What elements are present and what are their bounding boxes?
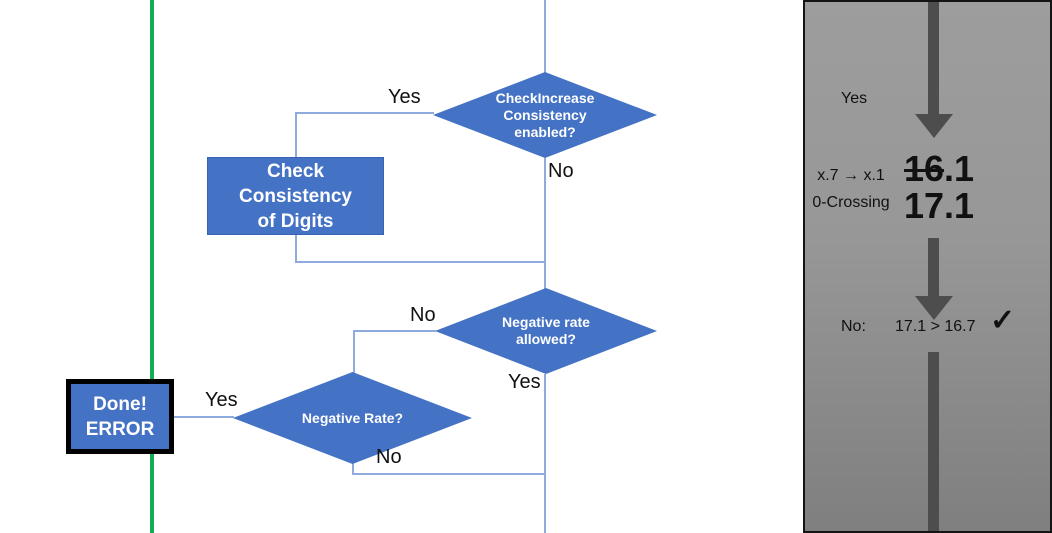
label-decision1-yes: Yes: [388, 86, 421, 108]
connector-decision2-to-bottom: [544, 374, 546, 533]
zero-crossing-note: x.7 → x.1 0-Crossing: [812, 167, 890, 211]
connector-decision2-no-h: [353, 330, 436, 332]
result-no-label: No:: [841, 318, 866, 335]
process-check-consistency-label: Check Consistency of Digits: [239, 160, 352, 232]
checkmark-icon: ✓: [990, 304, 1016, 337]
connector-process-out-v: [295, 234, 297, 262]
connector-decision3-yes-h: [173, 416, 234, 418]
old-value: 16.1: [904, 150, 974, 187]
connector-decision1-to-decision2: [544, 158, 546, 289]
decision-negative-rate-label: Negative Rate?: [301, 409, 404, 426]
terminal-done-error-label: Done! ERROR: [85, 393, 155, 440]
example-side-panel: Yes x.7 → x.1 0-Crossing 16.1 17.1 No: 1…: [803, 0, 1052, 533]
result-comparison: 17.1 > 16.7: [895, 318, 976, 335]
label-decision2-yes: Yes: [508, 371, 541, 393]
value-comparison-block: 16.1 17.1: [904, 150, 974, 224]
decision-negative-rate-allowed: Negative rate allowed?: [435, 288, 657, 374]
decision-check-increase-label: CheckIncrease Consistency enabled?: [495, 89, 595, 140]
terminal-done-error: Done! ERROR: [66, 379, 174, 454]
connector-top-to-decision1: [544, 0, 546, 73]
connector-decision1-yes-h: [295, 112, 434, 114]
label-decision1-no: No: [548, 160, 574, 182]
down-arrow-3-shaft: [928, 352, 939, 531]
new-value: 17.1: [904, 185, 975, 226]
decision-negative-rate: Negative Rate?: [233, 372, 472, 464]
connector-decision3-no-v: [352, 463, 354, 474]
connector-process-out-h: [295, 261, 545, 263]
label-decision3-yes: Yes: [205, 389, 238, 411]
down-arrow-1-shaft: [928, 2, 939, 114]
green-divider-line: [150, 0, 154, 533]
down-arrow-2-head: [915, 296, 953, 320]
decision-check-increase-consistency: CheckIncrease Consistency enabled?: [433, 72, 657, 158]
decision-negative-rate-allowed-label: Negative rate allowed?: [502, 314, 590, 347]
process-check-consistency-of-digits: Check Consistency of Digits: [207, 157, 384, 235]
old-value-struck: 16: [904, 148, 945, 189]
connector-decision3-no-h: [352, 473, 545, 475]
connector-decision1-yes-v: [295, 112, 297, 157]
label-decision3-no: No: [376, 446, 402, 468]
connector-decision2-no-v: [353, 330, 355, 373]
panel-yes-label: Yes: [841, 90, 868, 107]
label-decision2-no: No: [410, 304, 436, 326]
old-value-rest: .1: [944, 148, 975, 189]
down-arrow-2-shaft: [928, 238, 939, 296]
down-arrow-1-head: [915, 114, 953, 138]
